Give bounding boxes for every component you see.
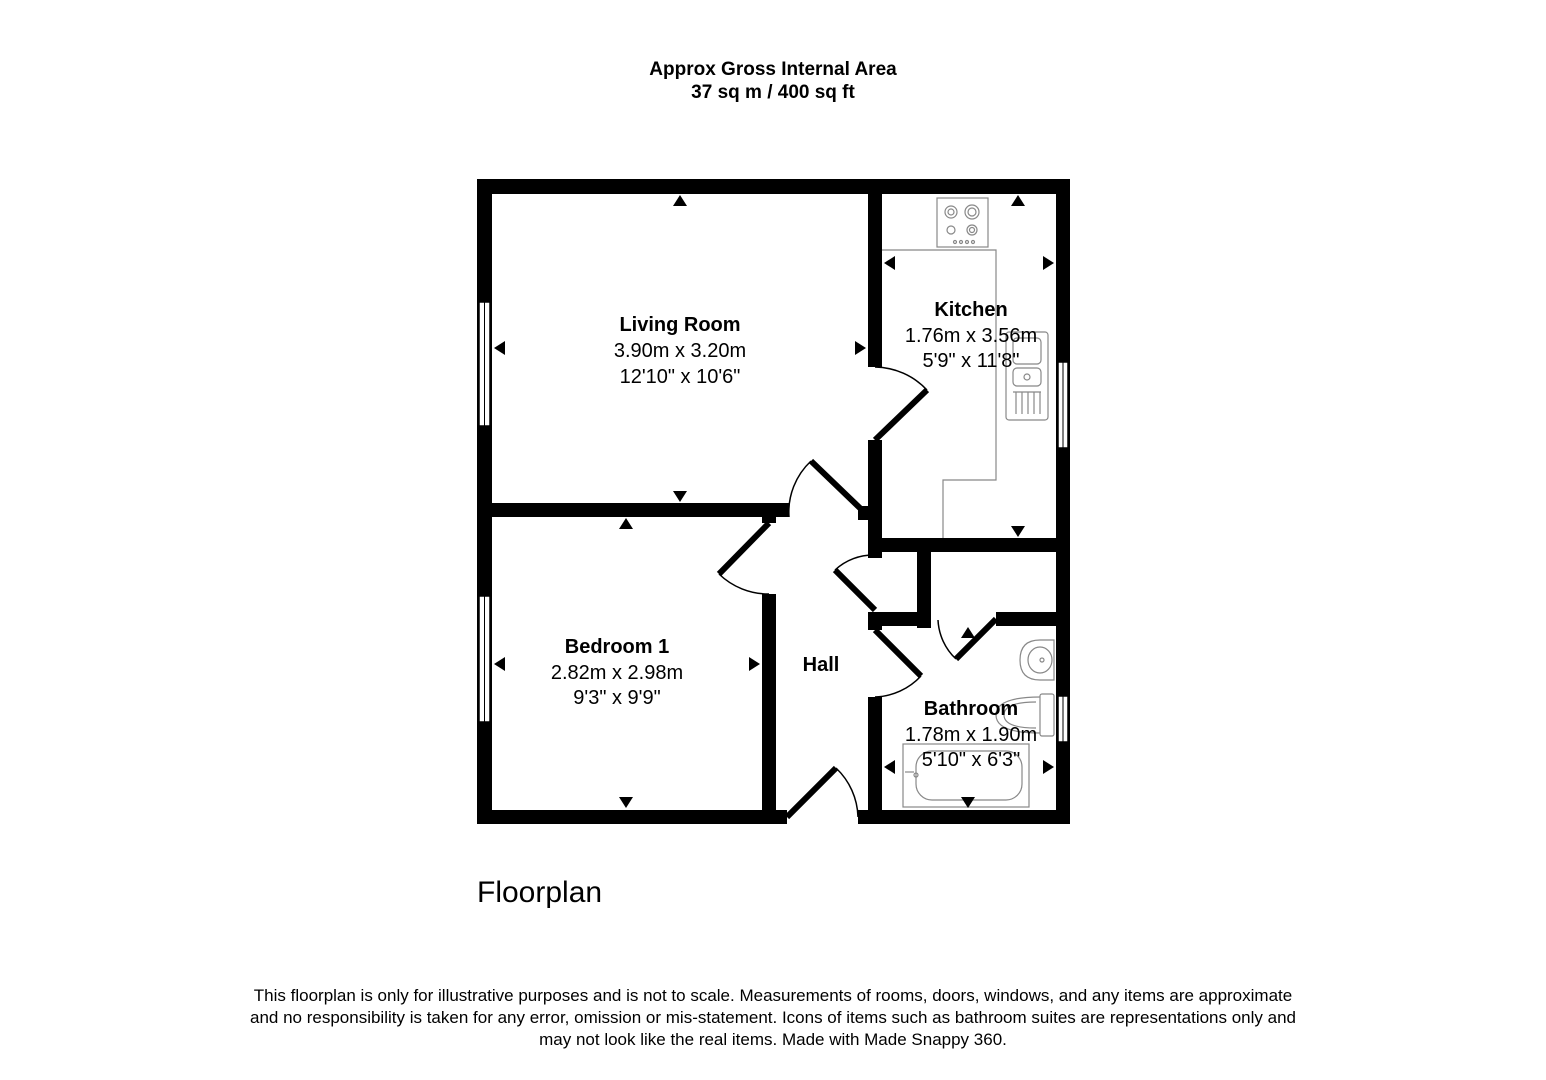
arrow-left-icon xyxy=(494,341,505,355)
basin-icon xyxy=(1019,639,1055,681)
wall-bedroom-hall xyxy=(762,594,776,824)
door-living-kitchen xyxy=(872,366,930,443)
arrow-up-icon xyxy=(619,518,633,529)
bathroom-name: Bathroom xyxy=(924,698,1018,720)
wall-living-kitchen-lower xyxy=(868,440,882,552)
wall-living-bedroom xyxy=(477,503,789,517)
wall-hall-bath xyxy=(868,697,882,824)
kitchen-name: Kitchen xyxy=(934,299,1007,321)
door-living-hall xyxy=(788,458,865,518)
arrow-up-icon xyxy=(961,627,975,638)
door-cupboard xyxy=(832,554,878,613)
arrow-down-icon xyxy=(673,491,687,502)
living-room-name: Living Room xyxy=(619,314,740,336)
area-title: Approx Gross Internal Area xyxy=(649,59,897,80)
outer-wall-bottom-left xyxy=(477,810,787,824)
door-front xyxy=(784,765,859,820)
arrow-right-icon xyxy=(855,341,866,355)
arrow-left-icon xyxy=(884,256,895,270)
wall-kitchen-bottom xyxy=(868,538,1070,552)
bedroom-metric: 2.82m x 2.98m xyxy=(551,662,683,684)
bathroom-imperial: 5'10" x 6'3" xyxy=(922,749,1021,771)
sink-icon xyxy=(1005,331,1049,421)
living-room-imperial: 12'10" x 10'6" xyxy=(620,366,741,388)
arrow-right-icon xyxy=(1043,760,1054,774)
bedroom-imperial: 9'3" x 9'9" xyxy=(573,687,660,709)
disclaimer-line-1: This floorplan is only for illustrative … xyxy=(253,986,1293,1005)
wall-bedroom-hall-top xyxy=(762,503,776,523)
arrow-left-icon xyxy=(494,657,505,671)
kitchen-imperial: 5'9" x 11'8" xyxy=(922,350,1019,372)
door-bathroom-cupboard xyxy=(937,616,999,662)
toilet-icon xyxy=(995,693,1055,737)
floor-label: Floorplan xyxy=(477,876,603,909)
outer-wall-left xyxy=(477,179,492,824)
living-room-metric: 3.90m x 3.20m xyxy=(614,340,746,362)
bedroom-name: Bedroom 1 xyxy=(565,636,669,658)
area-value: 37 sq m / 400 sq ft xyxy=(691,82,855,103)
arrow-down-icon xyxy=(961,797,975,808)
wall-stub-hall xyxy=(858,506,882,520)
wall-hall-bath-top xyxy=(868,612,882,630)
arrow-right-icon xyxy=(749,657,760,671)
room-labels: Living Room 3.90m x 3.20m 12'10" x 10'6"… xyxy=(551,299,1037,771)
area-header: Approx Gross Internal Area 37 sq m / 400… xyxy=(0,58,1546,104)
dimension-arrows xyxy=(494,195,1054,808)
arrow-left-icon xyxy=(884,760,895,774)
bathroom-metric: 1.78m x 1.90m xyxy=(905,724,1037,746)
wall-cupboard-bottom xyxy=(868,612,931,626)
disclaimer-line-2: and no responsibility is taken for any e… xyxy=(250,1008,1296,1027)
disclaimer: This floorplan is only for illustrative … xyxy=(0,985,1546,1051)
hob-icon xyxy=(936,197,989,248)
wall-cupboard-stub xyxy=(868,538,882,558)
arrow-down-icon xyxy=(1011,526,1025,537)
kitchen-metric: 1.76m x 3.56m xyxy=(905,325,1037,347)
door-bathroom xyxy=(872,627,924,698)
arrow-up-icon xyxy=(673,195,687,206)
wall-living-kitchen-upper xyxy=(868,179,882,367)
window-glazing-lines xyxy=(484,302,1064,742)
kitchen-worktop xyxy=(882,249,997,538)
outer-wall-bottom-right xyxy=(858,810,1070,824)
arrow-right-icon xyxy=(1043,256,1054,270)
hall-name: Hall xyxy=(803,654,840,676)
outer-wall-right xyxy=(1056,179,1070,824)
outer-wall-top xyxy=(477,179,1070,194)
door-bedroom xyxy=(716,520,772,595)
arrow-up-icon xyxy=(1011,195,1025,206)
wall-bathroom-top xyxy=(996,612,1070,626)
kitchen-fixtures xyxy=(882,197,1049,538)
arrow-down-icon xyxy=(619,797,633,808)
doors xyxy=(716,366,999,820)
wall-cupboard xyxy=(917,538,931,628)
disclaimer-line-3: may not look like the real items. Made w… xyxy=(539,1030,1007,1049)
